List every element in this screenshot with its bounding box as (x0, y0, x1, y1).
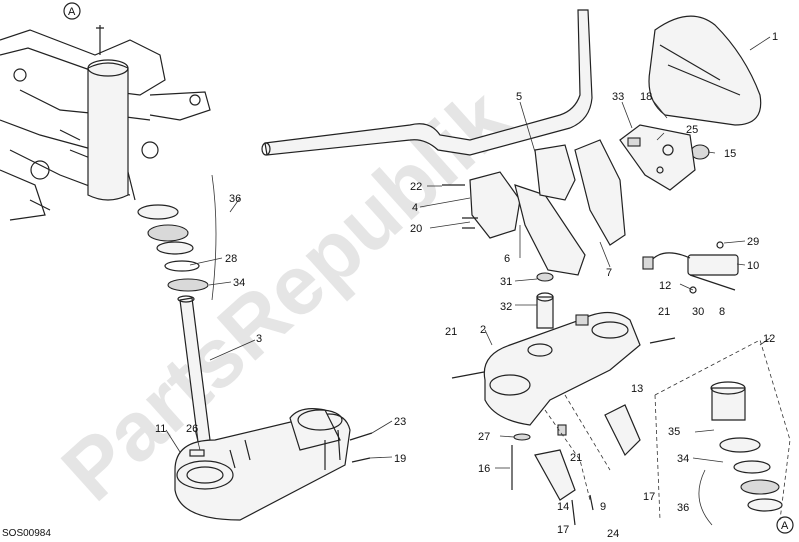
dash-bracket (619, 124, 696, 191)
callout-17a: 17 (643, 491, 655, 503)
callout-21a: 21 (445, 326, 457, 338)
callout-4: 4 (412, 202, 418, 214)
callout-12a: 12 (659, 280, 671, 292)
upper-triple-clamp (451, 311, 676, 426)
callout-18: 18 (640, 91, 652, 103)
callout-25: 25 (686, 124, 698, 136)
callout-20: 20 (410, 223, 422, 235)
leader-lines (165, 36, 771, 469)
callout-23: 23 (394, 416, 406, 428)
reference-marker-top-label: A (68, 6, 76, 18)
callout-1: 1 (772, 31, 778, 43)
callout-15: 15 (724, 148, 736, 160)
callout-29: 29 (747, 236, 759, 248)
handlebar-clamps (442, 139, 626, 276)
callout-12b: 12 (763, 333, 775, 345)
callout-14: 14 (557, 501, 569, 513)
callout-6: 6 (504, 253, 510, 265)
reference-marker-bottom-label: A (781, 520, 789, 532)
callout-labels: 1 2 3 4 5 6 7 8 9 10 11 12 12 13 14 15 1… (155, 31, 778, 540)
drawing-code: SOS00984 (2, 528, 51, 539)
callout-8: 8 (719, 306, 725, 318)
callout-16: 16 (478, 463, 490, 475)
callout-22: 22 (410, 181, 422, 193)
callout-30: 30 (692, 306, 704, 318)
callout-17b: 17 (557, 524, 569, 536)
callout-28: 28 (225, 253, 237, 265)
lower-triple-clamp (174, 408, 373, 521)
reference-marker-bottom (776, 516, 794, 534)
callout-31: 31 (500, 276, 512, 288)
callout-11: 11 (155, 423, 166, 435)
callout-21c: 21 (570, 452, 582, 464)
callout-10: 10 (747, 260, 759, 272)
callout-34a: 34 (233, 277, 245, 289)
reference-marker-top (63, 2, 81, 20)
callout-27: 27 (478, 431, 490, 443)
callout-24: 24 (607, 528, 619, 540)
callout-34b: 34 (677, 453, 689, 465)
callout-21b: 21 (658, 306, 670, 318)
callout-35: 35 (668, 426, 680, 438)
steering-stack-left (137, 174, 217, 443)
handlebar (261, 9, 593, 156)
windscreen (648, 15, 762, 160)
callout-2: 2 (480, 324, 486, 336)
spacers (536, 272, 554, 329)
callout-13: 13 (631, 383, 643, 395)
callout-9: 9 (600, 501, 606, 513)
lower-hardware (511, 394, 641, 526)
callout-5: 5 (516, 91, 522, 103)
electrical-module (642, 241, 739, 294)
callout-33: 33 (612, 91, 624, 103)
callout-36b: 36 (677, 502, 689, 514)
frame: A (0, 2, 211, 221)
callout-3: 3 (256, 333, 262, 345)
callout-32: 32 (500, 301, 512, 313)
callout-7: 7 (606, 267, 612, 279)
callout-26: 26 (186, 423, 198, 435)
callout-19: 19 (394, 453, 406, 465)
steering-stack-right: A (654, 339, 794, 534)
callout-36a: 36 (229, 193, 241, 205)
